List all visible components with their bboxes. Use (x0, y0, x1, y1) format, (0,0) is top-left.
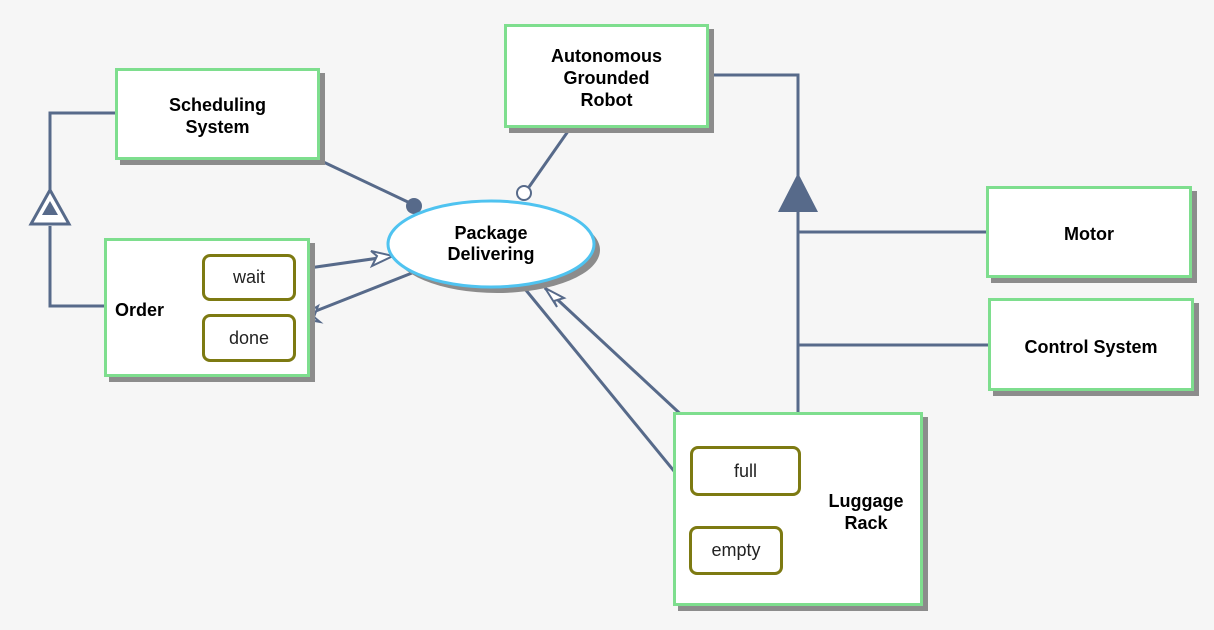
package-delivering-process[interactable] (386, 199, 596, 289)
motor-label: Motor (1064, 224, 1114, 244)
order-object[interactable]: Order wait done (104, 238, 310, 377)
luggage-rack-label: Luggage Rack (828, 491, 904, 533)
order-label: Order (115, 300, 165, 320)
control-system-object[interactable]: Control System (988, 298, 1194, 391)
instrument-link (527, 126, 573, 188)
state-done[interactable]: done (202, 314, 296, 362)
agent-link (314, 156, 411, 205)
luggage-rack-object[interactable]: Luggage Rack full empty (673, 412, 923, 606)
state-full[interactable]: full (690, 446, 801, 496)
autonomous-robot-object[interactable]: Autonomous Grounded Robot (504, 24, 709, 128)
generalization-link-order (48, 226, 106, 308)
control-system-label: Control System (1024, 337, 1158, 357)
package-delivering-label: Package Delivering (447, 223, 535, 264)
generalization-triangle-inner (42, 201, 58, 215)
motor-object[interactable]: Motor (986, 186, 1192, 278)
state-empty[interactable]: empty (689, 526, 783, 575)
autonomous-robot-label: Autonomous Grounded Robot (551, 46, 662, 110)
scheduling-system-label: Scheduling System (168, 95, 266, 137)
state-wait[interactable]: wait (202, 254, 296, 301)
arrowhead-wait (369, 250, 397, 269)
scheduling-system-object[interactable]: Scheduling System (115, 68, 320, 160)
aggregation-link-robot (708, 73, 800, 176)
generalization-link-scheduling (48, 111, 116, 190)
agent-link-end (406, 198, 422, 214)
arrowhead-full (542, 285, 567, 308)
instrument-link-end (516, 185, 532, 201)
aggregation-triangle (778, 173, 818, 212)
